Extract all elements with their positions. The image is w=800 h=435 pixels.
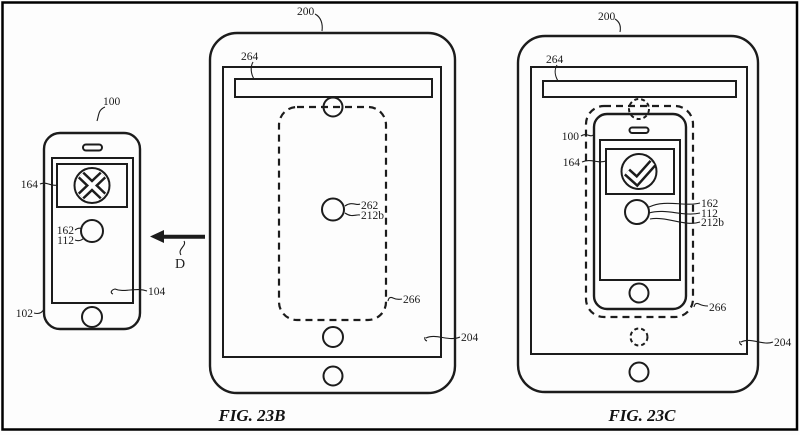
x-icon-circle bbox=[73, 167, 111, 204]
leader-tablet-c-outline bbox=[693, 302, 709, 308]
label-tablet-b-target: 262 bbox=[361, 200, 379, 212]
tablet-c-screen bbox=[530, 66, 748, 355]
leader-tablet-c-confirm-box bbox=[581, 160, 607, 163]
phone-body bbox=[42, 131, 142, 331]
leader-tablet-b-display bbox=[424, 335, 461, 342]
tablet-c-phone-body bbox=[592, 112, 688, 311]
label-phone-screen: 104 bbox=[148, 286, 166, 298]
leader-tablet-b-ref bbox=[314, 13, 323, 32]
tablet-b-lower-circle bbox=[322, 326, 344, 348]
tablet-b-body bbox=[208, 31, 457, 395]
tablet-b: 200 264 262 212b 266 204 FIG. 23B bbox=[208, 6, 479, 425]
leader-tablet-c-touch bbox=[648, 210, 701, 215]
label-tablet-c-affordance: 162 bbox=[701, 198, 719, 210]
label-tablet-c-phone-ref: 100 bbox=[562, 131, 580, 143]
phone-screen bbox=[51, 157, 134, 304]
tablet-c-phone-home-button bbox=[628, 282, 650, 304]
leader-phone-screen bbox=[110, 288, 148, 295]
label-phone-touch: 112 bbox=[57, 235, 74, 247]
label-tablet-b-outline: 266 bbox=[403, 294, 421, 306]
leader-tablet-c-affordance bbox=[648, 202, 701, 208]
tablet-b-target-circle bbox=[321, 197, 345, 222]
tablet-c-lower-dashed-circle bbox=[629, 327, 649, 347]
tablet-c-phone-screen bbox=[599, 139, 681, 281]
tablet-b-phone-outline bbox=[277, 105, 388, 322]
tablet-c-status-bar bbox=[542, 80, 737, 98]
label-phone-affordance: 162 bbox=[57, 225, 75, 237]
leader-phone-error-box bbox=[39, 182, 58, 186]
tablet-b-top-circle bbox=[322, 96, 344, 118]
label-phone-body: 102 bbox=[16, 308, 34, 320]
direction-arrow: D bbox=[150, 230, 205, 272]
label-tablet-b-display: 204 bbox=[461, 332, 479, 344]
leader-phone-touch bbox=[74, 237, 85, 242]
leader-tablet-c-bar bbox=[554, 64, 559, 82]
label-tablet-b-ref: 200 bbox=[297, 6, 315, 18]
phone-speaker bbox=[82, 143, 103, 152]
tablet-c-phone-speaker bbox=[628, 126, 650, 134]
phone-home-button bbox=[81, 306, 103, 328]
label-tablet-c-outline: 266 bbox=[709, 302, 727, 314]
tablet-b-home-button bbox=[322, 365, 344, 387]
caption-fig-23c: FIG. 23C bbox=[607, 406, 676, 425]
phone-affordance-circle bbox=[80, 219, 104, 243]
leader-tablet-c-display bbox=[739, 339, 774, 346]
x-icon bbox=[77, 171, 107, 200]
leader-tablet-b-outline bbox=[387, 296, 403, 302]
label-tablet-c-display: 204 bbox=[774, 337, 792, 349]
label-tablet-c-ref: 200 bbox=[598, 11, 616, 23]
leader-phone-affordance bbox=[74, 227, 83, 231]
tablet-c-body bbox=[516, 34, 760, 394]
label-phone-error-box: 164 bbox=[21, 179, 39, 191]
leader-phone-ref bbox=[96, 106, 106, 122]
label-tablet-c-confirm-box: 164 bbox=[563, 157, 581, 169]
label-tablet-b-location: 212b bbox=[361, 210, 384, 222]
label-tablet-c-bar: 264 bbox=[546, 54, 564, 66]
leader-tablet-c-location bbox=[649, 217, 701, 224]
tablet-c-phone-outline bbox=[584, 104, 695, 319]
label-tablet-c-touch: 112 bbox=[701, 208, 718, 220]
label-tablet-c-location: 212b bbox=[701, 217, 724, 229]
leader-phone-body bbox=[33, 308, 45, 315]
check-icon-circle bbox=[620, 153, 658, 190]
leader-direction bbox=[179, 240, 186, 256]
left-arrow-icon bbox=[150, 230, 205, 243]
leader-tablet-b-location bbox=[344, 212, 361, 217]
tablet-b-screen bbox=[222, 66, 442, 358]
check-icon bbox=[623, 160, 657, 188]
caption-fig-23b: FIG. 23B bbox=[217, 406, 285, 425]
tablet-c-affordance-circle bbox=[624, 199, 650, 225]
leader-tablet-b-bar bbox=[250, 61, 255, 80]
leader-tablet-c-ref bbox=[614, 18, 621, 33]
tablet-c: 200 264 100 164 162 112 212b 266 204 FIG… bbox=[516, 11, 792, 425]
leader-tablet-b-target bbox=[344, 203, 361, 207]
label-direction: D bbox=[175, 257, 185, 272]
tablet-c-home-button bbox=[628, 361, 650, 383]
leader-tablet-c-phone-ref bbox=[580, 134, 594, 137]
tablet-c-confirm-box bbox=[605, 148, 675, 195]
label-phone-ref: 100 bbox=[103, 96, 121, 108]
label-tablet-b-bar: 264 bbox=[241, 51, 259, 63]
tablet-c-top-dashed-circle bbox=[628, 98, 650, 120]
phone-device: 100 164 162 112 104 102 bbox=[16, 96, 166, 331]
